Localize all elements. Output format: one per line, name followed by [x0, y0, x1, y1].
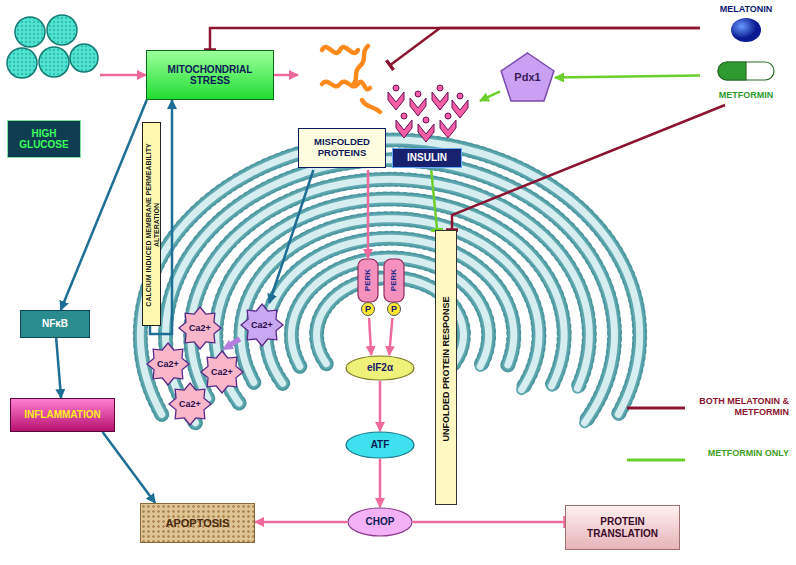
node-text: Ca2+ — [200, 350, 244, 394]
glucose-molecules — [7, 15, 98, 78]
node-text: UNFOLDED PROTEIN RESPONSE — [442, 235, 452, 502]
node-text: PERK — [390, 262, 399, 298]
connector — [389, 318, 392, 355]
phospho-label: P — [361, 302, 375, 316]
insulin-molecules — [388, 85, 468, 142]
er-lumen — [165, 160, 614, 423]
calcium-release-arrow — [222, 339, 240, 350]
connector — [56, 338, 61, 398]
node-text: HIGH GLUCOSE — [7, 120, 81, 158]
connector — [269, 170, 313, 303]
node-text: NFκB — [21, 311, 89, 337]
connector — [480, 91, 500, 101]
er-lumen — [266, 238, 514, 383]
node-text: INFLAMMATION — [11, 399, 114, 431]
ribosome-dots — [140, 140, 639, 414]
ion-star: Ca2+ — [240, 303, 284, 347]
node-text: MELATONIN — [700, 2, 792, 16]
connector — [255, 521, 347, 524]
connector — [210, 28, 700, 50]
process-ellipse: CHOP — [347, 507, 413, 537]
ribosome-dots — [165, 160, 614, 423]
ribosome-dots — [241, 219, 539, 390]
node-text: Pdx1 — [500, 52, 555, 102]
ribosome-dots — [266, 238, 514, 383]
endoplasmic-reticulum — [140, 140, 639, 423]
ion-star: Ca2+ — [200, 350, 244, 394]
node-text: METFORMIN — [700, 88, 792, 102]
process-box: NFκB — [20, 310, 90, 338]
node-text: CALCIUM INDUCED MEMBRANE PERMEABILITY AL… — [145, 127, 160, 323]
node-text: ATF — [345, 431, 415, 459]
node-text: CHOP — [347, 507, 413, 537]
er-membrane — [140, 140, 639, 414]
node-text: MISFOLDED PROTEINS — [298, 128, 386, 168]
connector — [100, 74, 146, 77]
connector — [274, 74, 298, 77]
er-lumen — [216, 199, 564, 403]
ribosome-dots — [191, 179, 590, 398]
legend-line-sample — [625, 450, 687, 470]
legend-line-sample — [625, 398, 687, 418]
outcome-box: PROTEIN TRANSLATION — [565, 505, 680, 550]
factor-pentagon: Pdx1 — [500, 52, 555, 102]
node-text: Ca2+ — [146, 342, 190, 386]
connector — [452, 105, 725, 230]
legend-text: METFORMIN ONLY — [693, 448, 789, 459]
node-text: INSULIN — [392, 148, 462, 168]
node-text: PERK — [364, 262, 373, 298]
ribosome-dots — [291, 258, 488, 366]
er-membrane — [191, 179, 590, 398]
process-box: MITOCHONDRIAL STRESS — [146, 50, 274, 100]
node-text: Ca2+ — [178, 306, 222, 350]
ion-star: Ca2+ — [178, 306, 222, 350]
node-text: APOPTOSIS — [141, 504, 254, 542]
node-text: PROTEIN TRANSLATION — [566, 506, 679, 549]
legend-item: METFORMIN ONLY — [625, 448, 791, 492]
connector — [413, 521, 565, 524]
protein-group: MISFOLDED PROTEINS — [298, 36, 390, 170]
ribosome-dots — [216, 199, 564, 403]
connector — [390, 28, 700, 65]
er-lumen — [241, 219, 539, 390]
er-lumen — [291, 258, 488, 366]
outcome-box: APOPTOSIS — [140, 503, 255, 543]
ion-star: Ca2+ — [146, 342, 190, 386]
node-text: eIF2α — [345, 355, 415, 381]
connector — [379, 459, 382, 507]
misfolded-protein-squiggles — [322, 46, 380, 112]
node-text: MITOCHONDRIAL STRESS — [147, 51, 273, 99]
vertical-band: UNFOLDED PROTEIN RESPONSE — [435, 230, 457, 505]
hormone-group: INSULIN — [380, 82, 480, 170]
process-ellipse: ATF — [345, 431, 415, 459]
er-lumen — [191, 179, 590, 398]
process-box: INFLAMMATION — [10, 398, 115, 432]
drug-group: MELATONIN METFORMIN — [700, 0, 792, 105]
legend-text: BOTH MELATONIN & METFORMIN — [693, 396, 789, 418]
er-membrane — [266, 238, 514, 383]
ion-star: Ca2+ — [168, 382, 212, 426]
process-ellipse: eIF2α — [345, 355, 415, 381]
vertical-band: CALCIUM INDUCED MEMBRANE PERMEABILITY AL… — [142, 122, 161, 326]
er-membrane — [241, 219, 539, 390]
connector — [379, 381, 382, 431]
drug-outline — [700, 0, 792, 105]
er-membrane — [165, 160, 614, 423]
connector — [369, 318, 371, 355]
er-membrane — [291, 258, 488, 366]
connector — [431, 170, 437, 230]
node-text: Ca2+ — [168, 382, 212, 426]
connector — [103, 432, 156, 503]
stimulus-box: HIGH GLUCOSE — [5, 12, 100, 162]
er-membrane — [216, 199, 564, 403]
node-text: Ca2+ — [240, 303, 284, 347]
phospho-label: P — [387, 302, 401, 316]
er-lumen — [140, 140, 639, 414]
connector — [367, 170, 370, 258]
connector — [555, 76, 700, 78]
legend-item: BOTH MELATONIN & METFORMIN — [625, 396, 791, 440]
